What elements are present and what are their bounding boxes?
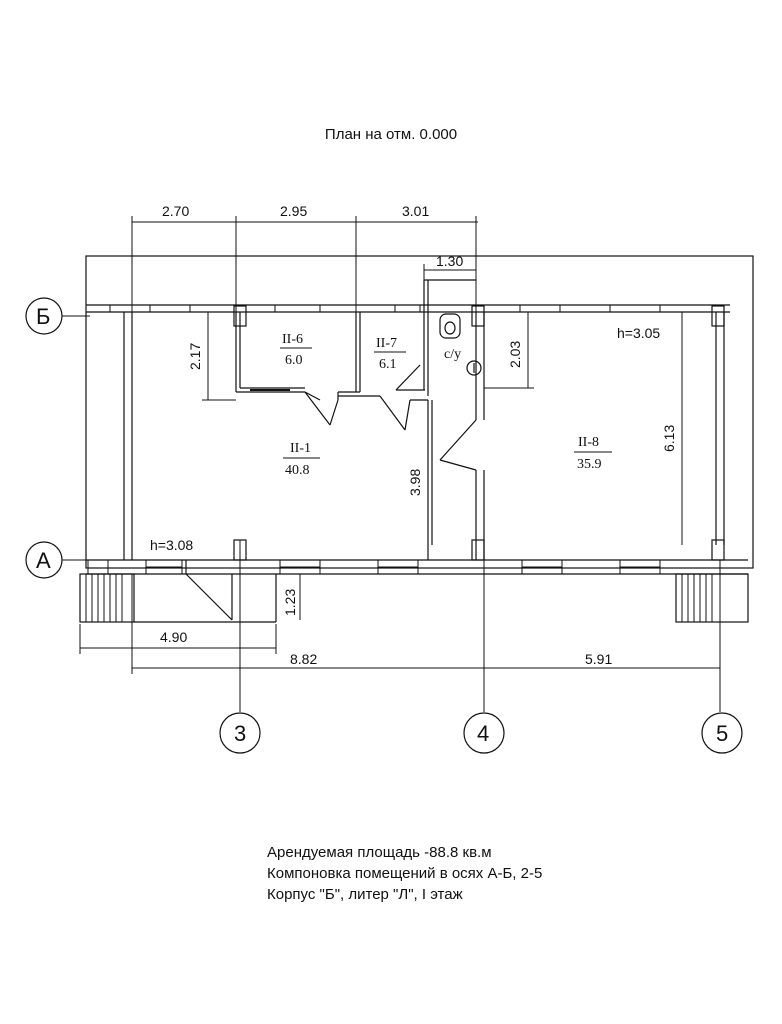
axis-4-label: 4 bbox=[477, 721, 489, 746]
dim-8-82: 8.82 bbox=[290, 651, 317, 667]
dim-2-17: 2.17 bbox=[187, 343, 203, 370]
dim-4-90: 4.90 bbox=[160, 629, 187, 645]
axis-a-label: А bbox=[36, 548, 51, 573]
room-area: 6.0 bbox=[285, 353, 303, 368]
room-id: II-6 bbox=[282, 332, 303, 347]
axis-5-bubble bbox=[701, 712, 743, 754]
building-outline bbox=[85, 255, 754, 569]
axis-b-bubble bbox=[25, 297, 63, 335]
dim-3-98: 3.98 bbox=[407, 469, 423, 496]
axis-4-bubble bbox=[463, 712, 505, 754]
dim-5-91: 5.91 bbox=[585, 651, 612, 667]
room-ii-8: II-8 35.9 bbox=[574, 435, 612, 472]
height-label-308: h=3.08 bbox=[150, 537, 193, 553]
dim-3-01: 3.01 bbox=[402, 203, 429, 219]
dim-2-95: 2.95 bbox=[280, 203, 307, 219]
room-id: II-8 bbox=[578, 435, 599, 450]
note-area: Арендуемая площадь -88.8 кв.м bbox=[267, 844, 492, 861]
axis-b-label: Б bbox=[36, 304, 50, 329]
room-area: 35.9 bbox=[577, 457, 602, 472]
axis-5-label: 5 bbox=[716, 721, 728, 746]
dim-6-13: 6.13 bbox=[661, 425, 677, 452]
wc-label: с/у bbox=[444, 347, 461, 362]
dim-2-03: 2.03 bbox=[507, 341, 523, 368]
axis-3-label: 3 bbox=[234, 721, 246, 746]
stairs-left bbox=[79, 573, 135, 623]
plan-notes: Арендуемая площадь -88.8 кв.м Компоновка… bbox=[267, 842, 542, 905]
note-layout: Компоновка помещений в осях А-Б, 2-5 bbox=[267, 865, 543, 882]
dim-2-70: 2.70 bbox=[162, 203, 189, 219]
plan-title: План на отм. 0.000 bbox=[324, 126, 458, 143]
height-label-305: h=3.05 bbox=[617, 325, 660, 341]
room-ii-1: II-1 40.8 bbox=[283, 441, 320, 478]
room-id: II-7 bbox=[376, 336, 397, 351]
note-building: Корпус "Б", литер "Л", I этаж bbox=[267, 886, 463, 903]
room-id: II-1 bbox=[290, 441, 311, 456]
room-ii-6: II-6 6.0 bbox=[280, 332, 312, 368]
axis-3-bubble bbox=[219, 712, 261, 754]
room-area: 6.1 bbox=[379, 357, 397, 372]
dim-1-23: 1.23 bbox=[282, 589, 298, 616]
axis-a-bubble bbox=[25, 541, 63, 579]
room-area: 40.8 bbox=[285, 463, 310, 478]
room-ii-7: II-7 6.1 bbox=[374, 336, 406, 372]
dim-1-30: 1.30 bbox=[436, 253, 463, 269]
